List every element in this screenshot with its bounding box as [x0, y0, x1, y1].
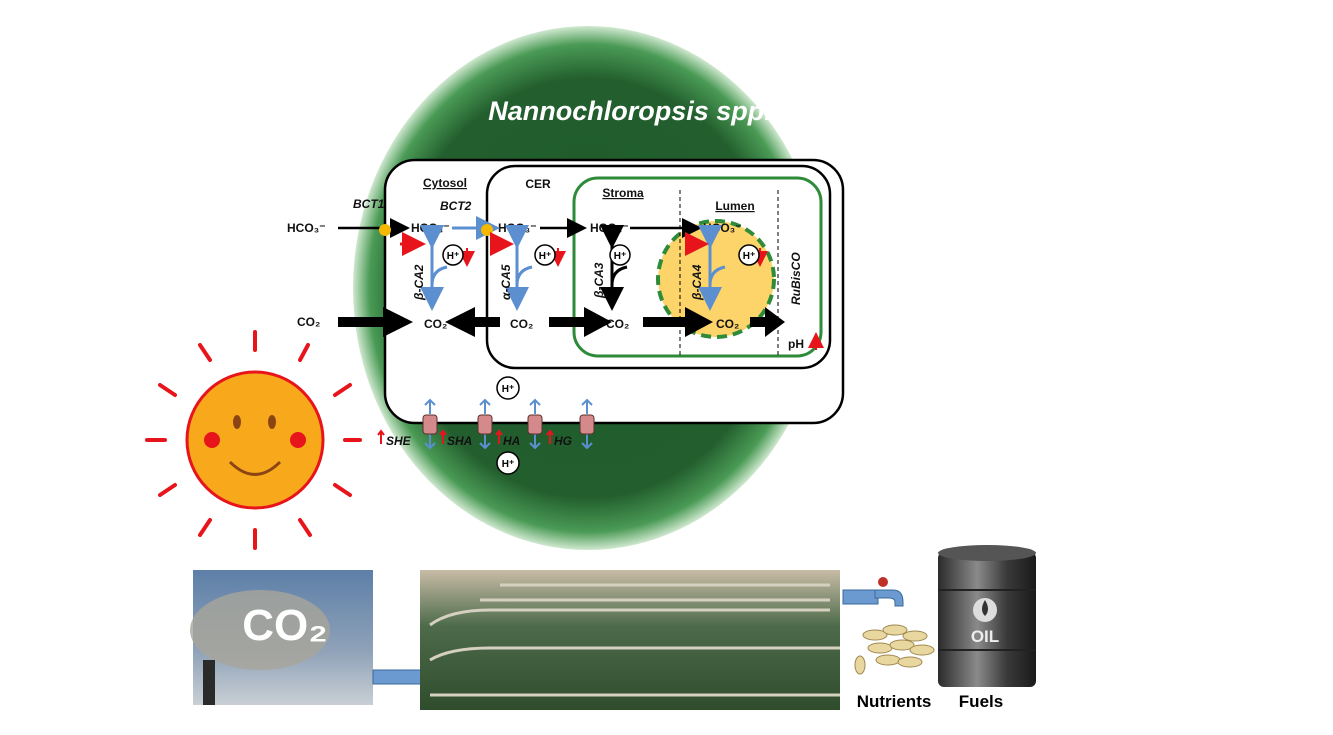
- cer-label: CER: [525, 177, 551, 191]
- fuels-label: Fuels: [959, 692, 1003, 711]
- proton: H⁺: [502, 384, 515, 395]
- gene-sha: SHA: [447, 434, 472, 448]
- gene-hg: HG: [554, 434, 572, 448]
- raceway-pond-image: [420, 570, 840, 710]
- water-tap-icon: [842, 577, 904, 607]
- enzyme-ca5: α-CA5: [499, 264, 513, 300]
- co2-emission-label: CO₂: [242, 601, 328, 650]
- enzyme-ca2: β-CA2: [412, 264, 426, 301]
- co2-external: CO₂: [297, 315, 320, 329]
- ph-label: pH: [788, 337, 804, 351]
- proton-circles: [442, 244, 760, 475]
- enzyme-ca3: β-CA3: [592, 262, 606, 299]
- pipe: [372, 669, 424, 685]
- co2-lumen: CO₂: [716, 317, 739, 331]
- sun-icon: [145, 330, 362, 550]
- nutrients-label: Nutrients: [857, 692, 932, 711]
- ca-arrows: [400, 225, 824, 350]
- co2-cytosol: CO₂: [424, 317, 447, 331]
- gene-she: SHE: [386, 434, 412, 448]
- transporter-dot: [379, 224, 391, 236]
- hco3-external: HCO₃⁻: [287, 221, 326, 235]
- stroma-label: Stroma: [602, 186, 644, 200]
- transporter-dot: [481, 224, 493, 236]
- co2-cer: CO₂: [510, 317, 533, 331]
- oil-barrel-icon: [938, 545, 1036, 687]
- bct2-label: BCT2: [440, 199, 472, 213]
- hco3-lumen: HCO₃⁻: [703, 221, 742, 235]
- hco3-cytosol: HCO₃⁻: [411, 221, 450, 235]
- enzyme-ca4: β-CA4: [690, 264, 704, 301]
- proton: H⁺: [614, 251, 627, 262]
- hco3-stroma: HCO₃⁻: [590, 221, 629, 235]
- proton: H⁺: [743, 251, 756, 262]
- gene-ha: HA: [503, 434, 520, 448]
- rubisco-label: RuBisCO: [789, 252, 803, 305]
- lumen-label: Lumen: [715, 199, 754, 213]
- nutrient-capsules-image: [854, 624, 935, 675]
- proton: H⁺: [502, 459, 515, 470]
- proton: H⁺: [539, 251, 552, 262]
- co2-stroma: CO₂: [606, 317, 629, 331]
- proton: H⁺: [447, 251, 460, 262]
- oil-label: OIL: [971, 627, 999, 646]
- hco3-cer: HCO₃⁻: [498, 221, 537, 235]
- cytosol-label: Cytosol: [423, 176, 467, 190]
- smokestack-image: [190, 570, 373, 705]
- membrane-channels: [377, 398, 595, 450]
- species-title: Nannochloropsis spp.: [488, 96, 772, 126]
- bct1-label: BCT1: [353, 197, 385, 211]
- co2-flux-arrows: [338, 307, 785, 337]
